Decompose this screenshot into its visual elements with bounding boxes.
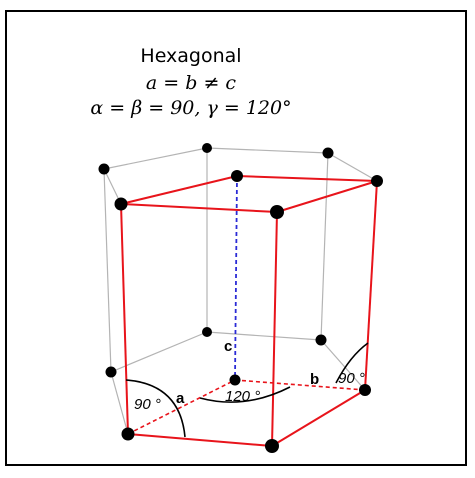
atoms xyxy=(98,143,383,453)
top-back-edge-left xyxy=(103,147,208,170)
diagram-title: Hexagonal xyxy=(140,45,242,67)
atom xyxy=(98,163,110,175)
cell-top-edge-a xyxy=(120,175,238,205)
a-axis-label: a xyxy=(176,390,185,407)
atom xyxy=(322,147,334,159)
gamma-angle-label: 120 ° xyxy=(225,388,260,405)
hidden-edges xyxy=(103,147,378,435)
top-back-edge-middle xyxy=(206,147,329,154)
back-vertical-edge-1 xyxy=(103,168,112,373)
lattice-angle-condition: α = β = 90, γ = 120° xyxy=(90,97,292,119)
atom xyxy=(371,175,383,187)
atom xyxy=(229,374,241,386)
bottom-back-edge-middle xyxy=(206,331,322,341)
atom xyxy=(105,366,117,378)
cell-bottom-edge-front-right xyxy=(271,389,366,447)
back-vertical-edge-3 xyxy=(320,152,329,341)
cell-top-edge-c xyxy=(276,180,378,213)
bottom-back-edge-right xyxy=(320,339,366,391)
cell-top-edge-b xyxy=(236,175,378,182)
atom xyxy=(270,205,284,219)
alpha-angle-arc xyxy=(125,379,186,438)
lattice-length-condition: a = b ≠ c xyxy=(145,72,237,94)
figure-frame xyxy=(5,10,467,466)
atom xyxy=(315,334,327,346)
beta-angle-arc xyxy=(335,342,369,384)
cell-vertical-edge-left xyxy=(120,203,129,435)
cell-bottom-edge-front-left xyxy=(127,433,273,447)
cell-vertical-edge-right xyxy=(364,180,378,391)
angle-arcs xyxy=(125,342,369,438)
atom xyxy=(114,197,128,211)
cell-top-edge-d xyxy=(120,203,278,213)
atom xyxy=(265,439,279,453)
atom xyxy=(202,327,212,337)
b-axis-label: b xyxy=(310,371,319,388)
alpha-angle-label: 90 ° xyxy=(134,396,161,413)
atom xyxy=(202,143,212,153)
unit-cell-edges xyxy=(120,175,378,447)
vector-b-line xyxy=(234,379,366,391)
atom xyxy=(359,384,371,396)
bottom-back-edge-left xyxy=(110,331,208,373)
gamma-angle-arc xyxy=(199,386,291,403)
beta-angle-label: 90 ° xyxy=(338,370,365,387)
top-back-edge-right xyxy=(327,152,378,182)
atom xyxy=(121,427,135,441)
vector-a-line xyxy=(127,379,236,435)
c-axis-label: c xyxy=(224,338,232,355)
basis-vectors xyxy=(127,175,366,435)
cell-vertical-edge-front xyxy=(271,211,278,447)
bottom-back-edge-front-left xyxy=(110,371,129,435)
atom xyxy=(231,170,243,182)
c-axis-line xyxy=(234,175,238,381)
